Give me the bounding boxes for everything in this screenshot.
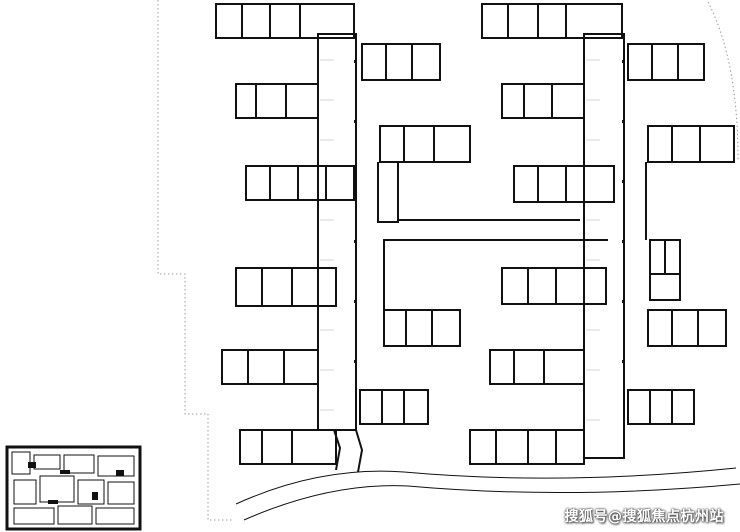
columns bbox=[354, 60, 625, 363]
left-west-wings bbox=[215, 3, 355, 465]
watermark: 搜狐号@搜狐焦点杭州站 bbox=[564, 509, 724, 525]
corridor-treads bbox=[320, 59, 600, 421]
left-building bbox=[215, 3, 608, 473]
key-plan bbox=[5, 445, 142, 531]
right-building bbox=[469, 3, 735, 465]
right-west-wings bbox=[469, 3, 623, 465]
site-road bbox=[235, 467, 740, 521]
left-east-wings bbox=[359, 43, 471, 425]
right-east-wings bbox=[627, 43, 735, 425]
site-boundary bbox=[157, 0, 739, 521]
